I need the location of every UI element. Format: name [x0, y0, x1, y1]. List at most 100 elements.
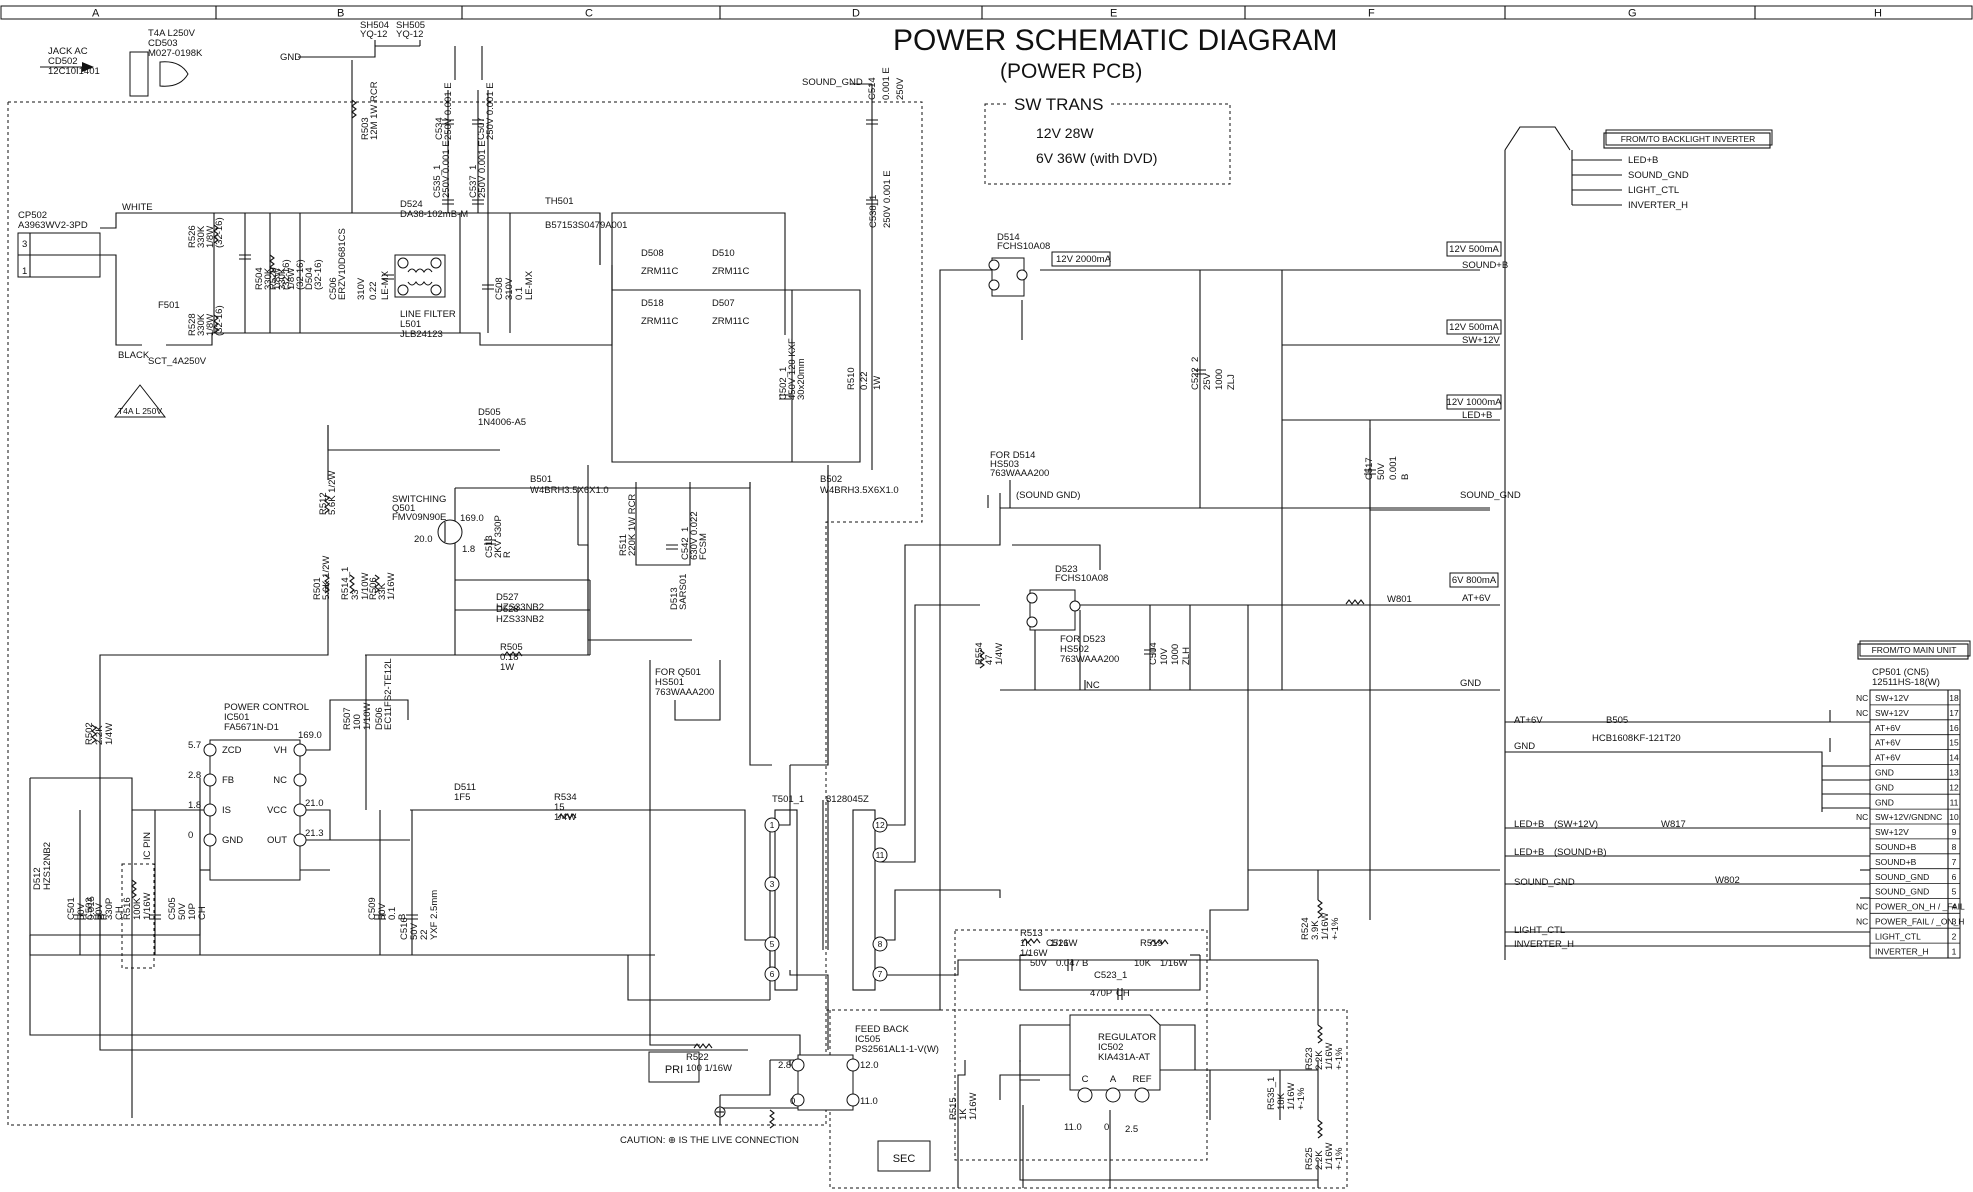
- label-labels-d527-0: D527: [496, 592, 519, 603]
- cp501-part: 12511HS-18(W): [1872, 677, 1940, 688]
- label-labels-ic501_pins-5: NC: [273, 775, 287, 786]
- label-labels-c523-1: 470P: [1090, 988, 1112, 999]
- label-labels-d528-0: D528: [496, 604, 519, 615]
- label-labels-c516-1: 50V: [409, 922, 420, 940]
- label-labels-ic501-1: IC501: [224, 712, 249, 723]
- output-net: LED+B: [1462, 410, 1492, 421]
- label-labels-cp502_pins-1: 1: [22, 266, 27, 277]
- label-labels-d505-1: 1N4006-A5: [478, 417, 526, 428]
- caution-note: CAUTION: ⊕ IS THE LIVE CONNECTION: [620, 1135, 799, 1146]
- label-labels-r515-1: 1K: [958, 1108, 969, 1120]
- label-labels-cp502-0: CP502: [18, 210, 47, 221]
- label-labels-t501_pins-6: 8: [878, 939, 883, 949]
- label-labels-r522-1: 100 1/16W: [686, 1063, 732, 1074]
- label-labels-ic502_v-2: 2.5: [1125, 1124, 1138, 1135]
- label-labels-r511-0: R511: [618, 534, 629, 556]
- cp501-pin-name: GND: [1875, 768, 1894, 778]
- label-labels-d518-1: ZRM11C: [641, 316, 678, 327]
- label-labels-r524-0: R524: [1300, 917, 1311, 940]
- label-labels-c506v-1: 0.22: [368, 282, 379, 301]
- cp501-pin-nc: NC: [1856, 693, 1868, 703]
- cp501-pin-name: SW+12V: [1875, 708, 1909, 718]
- label-labels-r514-2: 1/10W: [360, 573, 371, 600]
- main-unit-net: (SOUND+B): [1554, 847, 1607, 858]
- label-labels-r512-1: 5.6K 1/2W: [327, 471, 338, 515]
- label-labels-c509-2: 0.1: [387, 907, 398, 920]
- label-labels-c523-0: C523_1: [1094, 970, 1127, 981]
- label-labels-hs503-1: HS503: [990, 459, 1019, 470]
- label-labels-r534-2: 1/4W: [554, 812, 576, 823]
- output-net: SW+12V: [1462, 335, 1500, 346]
- component-symbols: [74, 99, 1376, 1139]
- label-labels-d513-1: SARS01: [678, 574, 689, 610]
- label-labels-r519-0: R519: [1140, 938, 1163, 949]
- label-labels-c503-2: 330P: [104, 898, 115, 920]
- label-labels-r514-1: 33: [350, 589, 361, 600]
- column-label-a: A: [92, 8, 100, 20]
- cp501-pin-number: 15: [1949, 738, 1959, 748]
- main-unit-net: LED+B: [1514, 847, 1544, 858]
- cp501-pin-number: 3: [1952, 917, 1957, 927]
- cp501-pin-name: GND: [1875, 782, 1894, 792]
- cp501-pin-number: 1: [1952, 946, 1957, 956]
- label-labels-ic501_v-2: 1.8: [188, 800, 201, 811]
- label-labels-c508-2: 0.1: [514, 287, 525, 300]
- main-unit-net: INVERTER_H: [1514, 939, 1574, 950]
- label-labels-d527-1: HZS33NB2: [496, 602, 544, 613]
- label-labels-q501-2: FMV09N90E: [392, 512, 446, 523]
- column-label-g: G: [1628, 8, 1637, 20]
- label-labels-r501-1: 5.6K 1/2W: [321, 556, 332, 600]
- label-labels-hs503-2: 763WAAA200: [990, 468, 1049, 479]
- sw-trans-line-2: 6V 36W (with DVD): [1036, 150, 1157, 166]
- label-labels-c534-0: C534: [434, 117, 445, 140]
- label-labels-c507-1: 250V 0.001 E: [485, 82, 496, 140]
- w817-label: W817: [1661, 819, 1686, 830]
- cp501-pin-name: GND: [1875, 797, 1894, 807]
- label-labels-r510-0: R510: [846, 367, 857, 390]
- label-labels-ic501_v-0: 5.7: [188, 740, 201, 751]
- ic-ic502: [1069, 1014, 1161, 1103]
- label-labels-c506v-2: LE-MX: [380, 270, 391, 300]
- line-filter-l501: [394, 254, 446, 298]
- cp501-pin-nc: NC: [1856, 812, 1868, 822]
- cd503-connector: [129, 51, 189, 97]
- label-labels-r523-2: 1/16W: [1324, 1043, 1335, 1070]
- column-label-b: B: [337, 8, 344, 20]
- label-labels-c505-3: CH: [197, 906, 208, 920]
- label-labels-d506-1: EC11FS2-TE12L: [383, 658, 394, 730]
- label-labels-c505-0: C505: [167, 897, 178, 920]
- cp501-pin-number: 7: [1952, 857, 1957, 867]
- bridge-d514: [988, 257, 1028, 297]
- label-labels-r534-0: R534: [554, 792, 577, 803]
- sec-box: [877, 1140, 931, 1172]
- output-net: SOUND_GND: [1460, 490, 1521, 501]
- label-labels-r504-3: (32-16): [281, 259, 292, 290]
- main-unit-net: AT+6V: [1514, 715, 1543, 726]
- cp501-pin-name: SOUND+B: [1875, 857, 1917, 867]
- label-labels-r519-1: 10K: [1134, 958, 1152, 969]
- ic-ic505: [791, 1054, 860, 1111]
- label-labels-jack-0: JACK AC: [48, 46, 88, 57]
- label-labels-r526-3: (32-16): [214, 217, 225, 248]
- label-labels-t501_pins-7: 7: [878, 969, 883, 979]
- label-labels-ic502-0: REGULATOR: [1098, 1032, 1156, 1043]
- label-labels-r513-0: R513: [1020, 928, 1043, 939]
- label-labels-c504-3: ZLH: [1181, 647, 1192, 665]
- bridge-d523: [1026, 589, 1081, 631]
- label-labels-r506-2: 1/16W: [386, 573, 397, 600]
- label-labels-ic502_pins-0: C: [1082, 1074, 1089, 1085]
- sw-trans-title: SW TRANS: [1014, 95, 1103, 114]
- label-labels-ic501_v-5: 21.0: [305, 798, 324, 809]
- label-labels-sh504-0: SH504: [360, 20, 389, 31]
- label-labels-r535-2: 1/16W: [1286, 1083, 1297, 1110]
- label-labels-c504-1: 10V: [1159, 647, 1170, 665]
- label-labels-c535-0: C535_1: [432, 165, 443, 198]
- label-labels-r506-0: R506: [368, 577, 379, 600]
- label-labels-r526-2: 1/8W: [205, 226, 216, 248]
- label-labels-ic501_v-3: 0: [188, 830, 193, 841]
- label-labels-t501_pins-5: 11: [876, 850, 885, 860]
- label-labels-c514-0: C514: [867, 77, 878, 100]
- label-labels-jack-2: 12C10I1401: [48, 66, 100, 77]
- label-labels-ic502-1: IC502: [1098, 1042, 1123, 1053]
- label-labels-c517-2: 0.001: [1388, 456, 1399, 480]
